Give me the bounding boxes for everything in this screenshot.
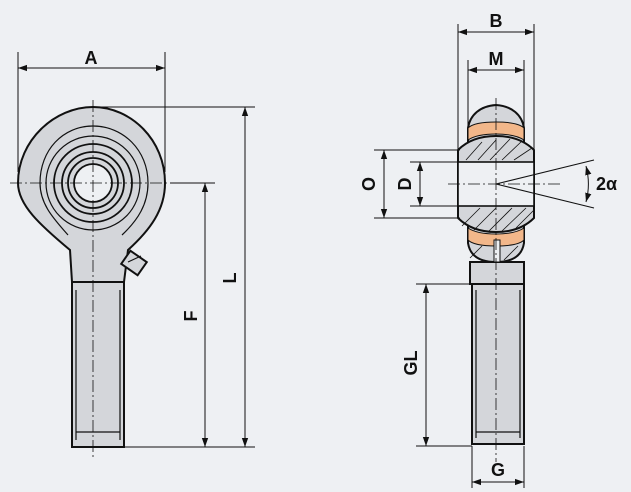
- dimension-m-label: M: [489, 49, 504, 69]
- threaded-shank: [71, 281, 125, 448]
- dimension-l-label: L: [220, 273, 240, 284]
- dimension-o-label: O: [359, 177, 379, 191]
- ball-hatching: [461, 138, 535, 233]
- liner-bottom: [467, 227, 525, 247]
- side-section-view: B M O D 2α GL G: [359, 11, 617, 488]
- dimension-gl-label: GL: [401, 350, 421, 375]
- angle-label: 2α: [596, 174, 617, 194]
- dimension-g-label: G: [491, 460, 505, 480]
- dimension-b-label: B: [490, 11, 503, 31]
- dimension-d-label: D: [395, 178, 415, 191]
- dimension-a-label: A: [85, 48, 98, 68]
- side-threaded-shank: [471, 283, 525, 445]
- dimension-f-label: F: [181, 311, 201, 322]
- angle-arc: [585, 165, 592, 203]
- grease-nipple: [119, 249, 149, 277]
- front-view: A L F: [10, 48, 255, 460]
- neck: [469, 261, 525, 285]
